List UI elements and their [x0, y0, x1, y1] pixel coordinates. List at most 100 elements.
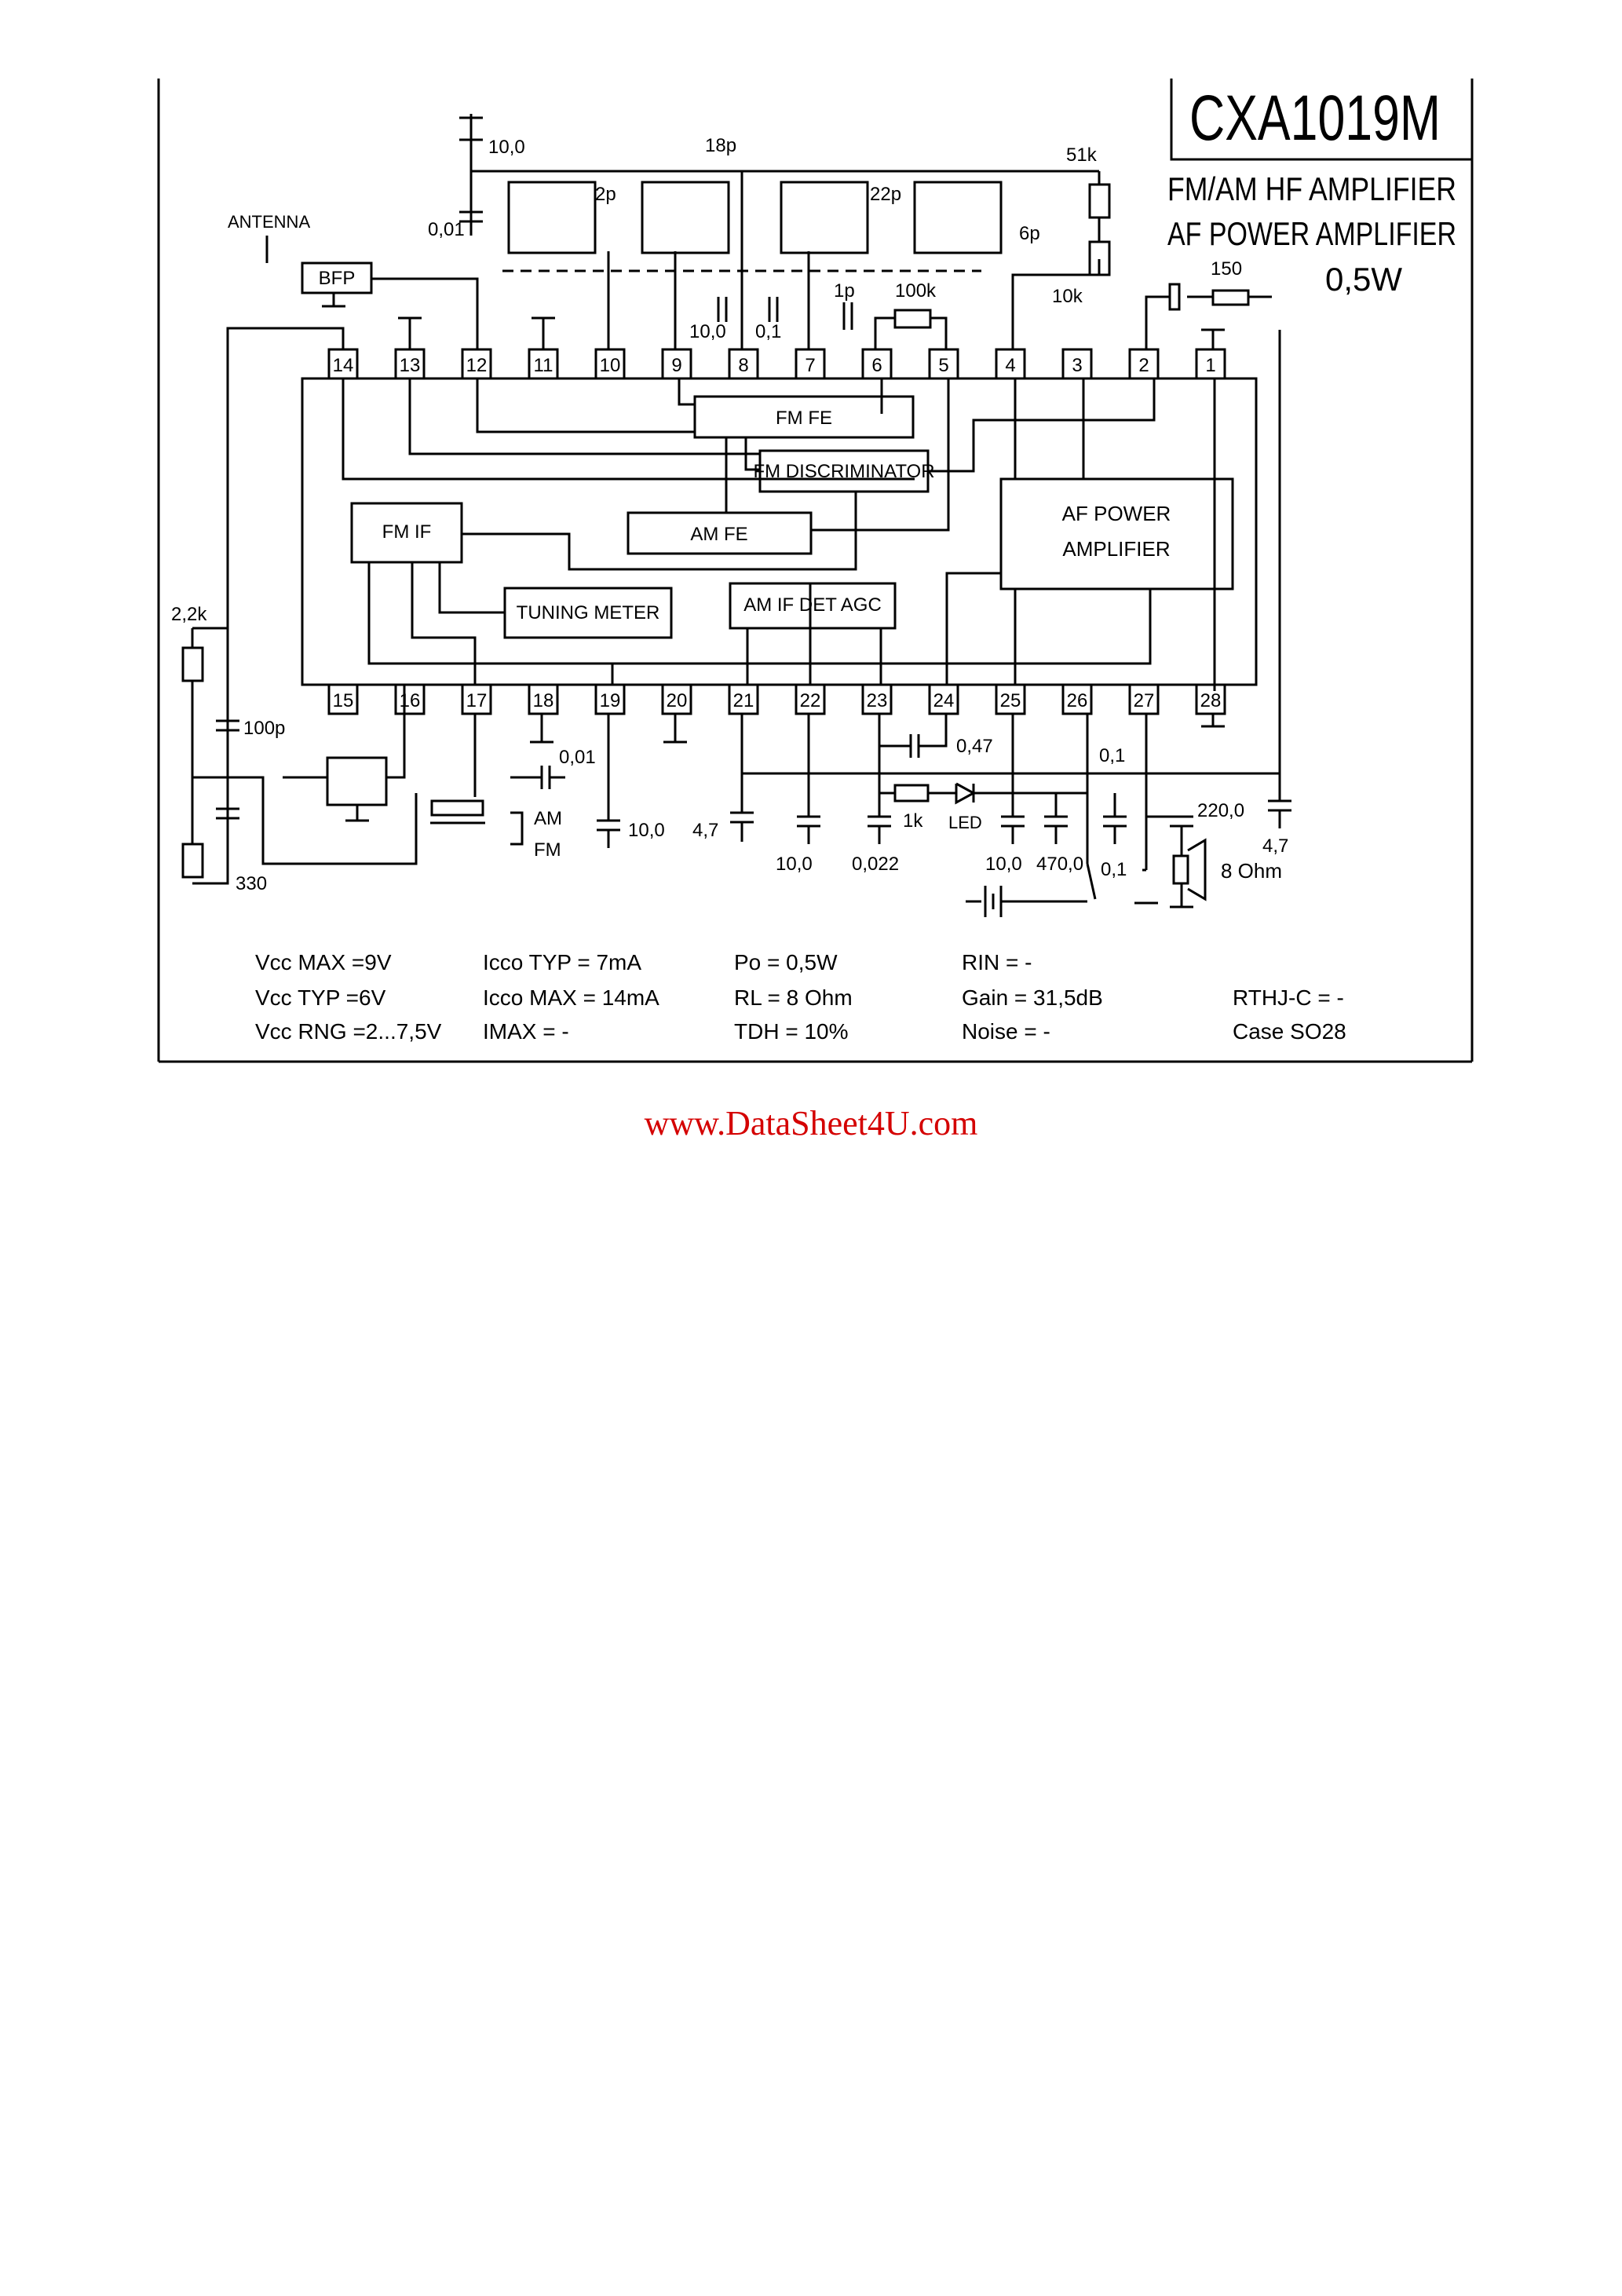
bottom-pin-26 — [1061, 683, 1093, 715]
spec-r0-c3: RIN = - — [962, 950, 1032, 974]
top-pin-10 — [594, 348, 626, 380]
block-fm-fe — [693, 395, 915, 439]
spec-r1-c3: Gain = 31,5dB — [962, 985, 1103, 1010]
value-c-22p: 22p — [870, 184, 901, 205]
bottom-pin-15 — [327, 683, 359, 715]
block-bfp — [301, 261, 373, 294]
title-box — [1170, 79, 1472, 161]
value-c-pin19: 10,0 — [628, 820, 665, 841]
spec-r2-c0: Vcc RNG =2...7,5V — [255, 1019, 442, 1044]
bottom-pin-25 — [995, 683, 1026, 715]
block-am-fe — [627, 511, 813, 555]
bottom-pin-20 — [661, 683, 692, 715]
bottom-pin-label: 19 — [600, 690, 621, 711]
top-pin-label: 4 — [1005, 355, 1015, 376]
label-fm-fe: FM FE — [776, 408, 832, 429]
block-am-if-det-agc — [729, 582, 897, 630]
label-am-fe: AM FE — [690, 524, 747, 545]
bottom-pin-label: 20 — [667, 690, 688, 711]
spec-r2-c4: Case SO28 — [1233, 1019, 1346, 1044]
bottom-pin-label: 26 — [1067, 690, 1088, 711]
top-pin-label: 14 — [333, 355, 354, 376]
top-pin-11 — [528, 348, 559, 380]
value-r-22k: 2,2k — [171, 604, 207, 625]
spec-r0-c0: Vcc MAX =9V — [255, 950, 392, 974]
top-pin-4 — [995, 348, 1026, 380]
label-led: LED — [948, 813, 982, 832]
bottom-pin-label: 25 — [1000, 690, 1021, 711]
label-af-power-2: AMPLIFIER — [1062, 537, 1170, 561]
value-c-47-right: 4,7 — [1262, 835, 1288, 857]
value-c-18p: 18p — [705, 135, 736, 156]
top-pin-2 — [1128, 348, 1160, 380]
value-c-100p: 100p — [243, 718, 285, 739]
value-c-220: 220,0 — [1197, 800, 1244, 821]
top-pin-6 — [861, 348, 893, 380]
bottom-pin-label: 27 — [1134, 690, 1155, 711]
label-fm: FM — [534, 839, 561, 861]
ic-body — [301, 377, 1258, 686]
top-pin-label: 3 — [1072, 355, 1082, 376]
bottom-pin-label: 22 — [800, 690, 821, 711]
value-c-1p: 1p — [834, 280, 855, 302]
spec-r2-c3: Noise = - — [962, 1019, 1050, 1044]
value-r-330: 330 — [236, 873, 267, 894]
label-fm-discriminator: FM DISCRIMINATOR — [753, 461, 934, 482]
top-pin-label: 13 — [400, 355, 421, 376]
top-pin-label: 5 — [938, 355, 948, 376]
top-pin-5 — [928, 348, 959, 380]
value-c-pin21: 4,7 — [692, 820, 718, 841]
description-line-2: AF POWER AMPLIFIER — [1167, 215, 1456, 252]
value-c-pin23: 0,022 — [852, 854, 899, 875]
top-pin-label: 2 — [1138, 355, 1149, 376]
bottom-pin-19 — [594, 683, 626, 715]
value-r-150: 150 — [1211, 258, 1242, 280]
top-pin-label: 8 — [738, 355, 748, 376]
internal-wiring — [342, 378, 1216, 691]
bottom-pin-label: 17 — [466, 690, 488, 711]
value-c-pin24: 0,47 — [956, 736, 993, 757]
top-pin-label: 11 — [534, 355, 553, 376]
block-af-power-amplifier — [999, 477, 1234, 590]
value-c-2p: 2p — [595, 184, 616, 205]
top-pin-label: 12 — [466, 355, 488, 376]
bottom-pin-24 — [928, 683, 959, 715]
bottom-pin-17 — [461, 683, 492, 715]
bottom-pin-18 — [528, 683, 559, 715]
spec-r2-c2: TDH = 10% — [734, 1019, 849, 1044]
spec-r1-c2: RL = 8 Ohm — [734, 985, 853, 1010]
value-r-100k: 100k — [895, 280, 937, 302]
top-pin-9 — [661, 348, 692, 380]
bottom-pin-label: 21 — [733, 690, 754, 711]
value-c-01-a: 0,1 — [1099, 745, 1125, 766]
label-antenna: ANTENNA — [228, 212, 310, 232]
top-pin-7 — [795, 348, 826, 380]
footer-link[interactable]: www.DataSheet4U.com — [644, 1104, 978, 1143]
value-r-1k: 1k — [903, 810, 923, 832]
spec-r0-c1: Icco TYP = 7mA — [483, 950, 641, 974]
value-c-pin25: 10,0 — [985, 854, 1022, 875]
spec-r1-c0: Vcc TYP =6V — [255, 985, 386, 1010]
bottom-pin-23 — [861, 683, 893, 715]
value-c-pin22: 10,0 — [776, 854, 813, 875]
bottom-pin-label: 16 — [400, 690, 421, 711]
bottom-pin-label: 18 — [533, 690, 554, 711]
label-tuning-meter: TUNING METER — [517, 602, 660, 623]
label-am-if-det-agc: AM IF DET AGC — [743, 594, 882, 616]
description-line-1: FM/AM HF AMPLIFIER — [1167, 170, 1456, 207]
top-pin-label: 6 — [871, 355, 882, 376]
bottom-pin-21 — [728, 683, 759, 715]
value-c-470: 470,0 — [1036, 854, 1083, 875]
top-pin-label: 9 — [671, 355, 681, 376]
value-c-001-top: 0,01 — [428, 219, 465, 240]
label-fm-if: FM IF — [382, 521, 432, 543]
value-c-6p: 6p — [1019, 223, 1040, 244]
bottom-pin-28 — [1195, 683, 1226, 715]
value-c-01-b: 0,1 — [1101, 859, 1127, 880]
pins-bottom-row — [327, 683, 1226, 715]
top-pin-label: 10 — [600, 355, 621, 376]
specs-table: Vcc MAX =9V Icco TYP = 7mA Po = 0,5W RIN… — [255, 950, 1346, 1044]
bottom-pin-label: 15 — [333, 690, 354, 711]
value-c-pin8-01: 0,1 — [755, 321, 781, 342]
